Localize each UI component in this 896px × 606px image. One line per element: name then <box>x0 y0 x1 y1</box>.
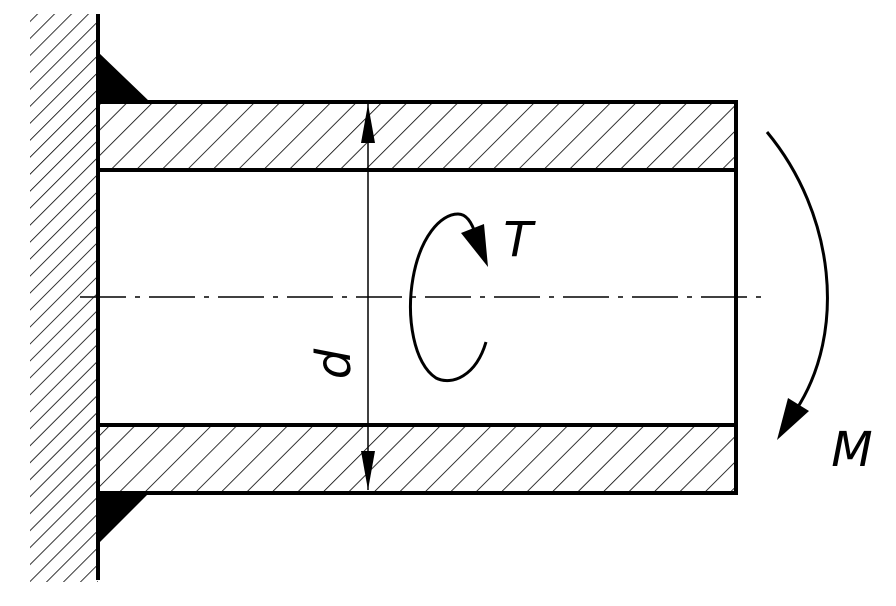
tube-wall-upper <box>96 100 738 172</box>
dimension-arrow-down <box>361 451 375 490</box>
dimension-arrow-up <box>361 104 375 143</box>
diameter-label: d <box>306 348 362 379</box>
weld-fillet-top <box>98 52 150 102</box>
diameter-dimension <box>361 104 375 490</box>
fixed-wall <box>30 14 100 582</box>
torque-arrowhead <box>461 224 488 267</box>
tube-wall-lower <box>96 423 738 495</box>
moment-arrow <box>765 131 829 440</box>
torque-arrow <box>409 212 488 383</box>
torque-label: T <box>503 212 536 268</box>
moment-label: M <box>831 422 872 478</box>
moment-arrowhead <box>777 398 809 440</box>
weld-fillet-bottom <box>98 492 150 544</box>
